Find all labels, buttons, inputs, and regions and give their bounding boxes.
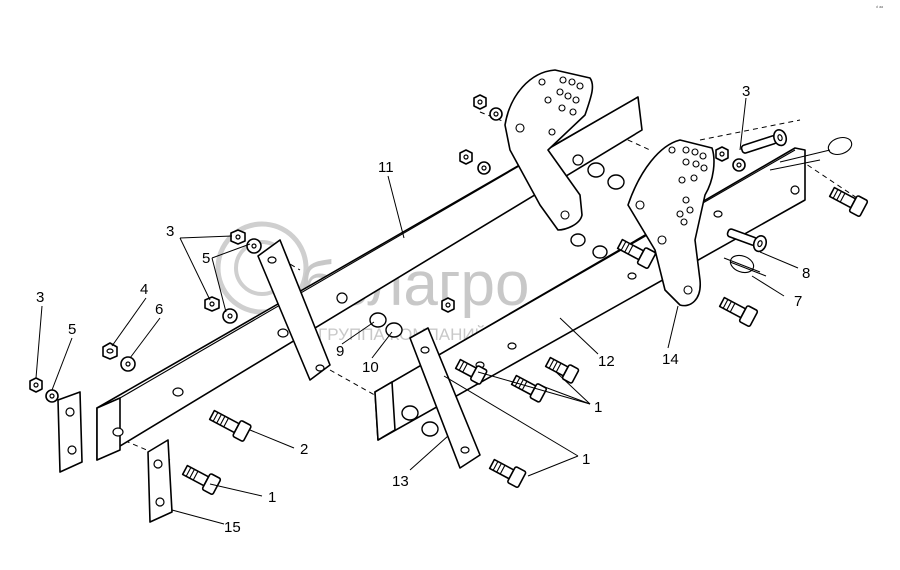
callout-2: 2 — [300, 441, 308, 458]
part-13-link-plate — [409, 327, 481, 469]
pins — [723, 129, 853, 277]
bracket-plate-upper — [504, 69, 594, 231]
callout-8: 8 — [802, 265, 810, 282]
part-11-upper-bar — [96, 96, 643, 461]
link-plate-left — [257, 239, 331, 381]
callout-6: 6 — [155, 301, 163, 318]
bolts — [181, 186, 869, 495]
callout-11: 11 — [378, 159, 394, 176]
callout-3-left: 3 — [36, 289, 44, 306]
callout-1-lower: 1 — [582, 451, 590, 468]
callout-labels: 3 5 4 6 3 5 11 9 10 12 14 3 8 7 2 1 15 1… — [36, 83, 810, 536]
part-14-bracket-plate — [627, 139, 715, 307]
callout-1-right: 1 — [594, 399, 602, 416]
callout-15: 15 — [224, 519, 241, 536]
callout-1-bottom: 1 — [268, 489, 276, 506]
bushings — [369, 162, 625, 437]
end-plate-left — [57, 391, 83, 473]
watermark-sub: ГРУППА КОМПАНИЙ — [318, 325, 487, 344]
part-15-plate — [147, 439, 173, 523]
callout-14: 14 — [662, 351, 679, 368]
callout-5-left: 5 — [68, 321, 76, 338]
callout-3-upper: 3 — [166, 223, 174, 240]
leader-lines — [35, 97, 799, 525]
callout-9: 9 — [336, 343, 344, 360]
callout-13: 13 — [392, 473, 409, 490]
callout-4: 4 — [140, 281, 148, 298]
callout-7: 7 — [794, 293, 802, 310]
corner-mark: ᵈ ᵃᵃ — [876, 5, 883, 11]
callout-12: 12 — [598, 353, 615, 370]
nuts-washers — [29, 94, 746, 403]
callout-5-upper: 5 — [202, 250, 210, 267]
callout-10: 10 — [362, 359, 379, 376]
callout-3-right: 3 — [742, 83, 750, 100]
